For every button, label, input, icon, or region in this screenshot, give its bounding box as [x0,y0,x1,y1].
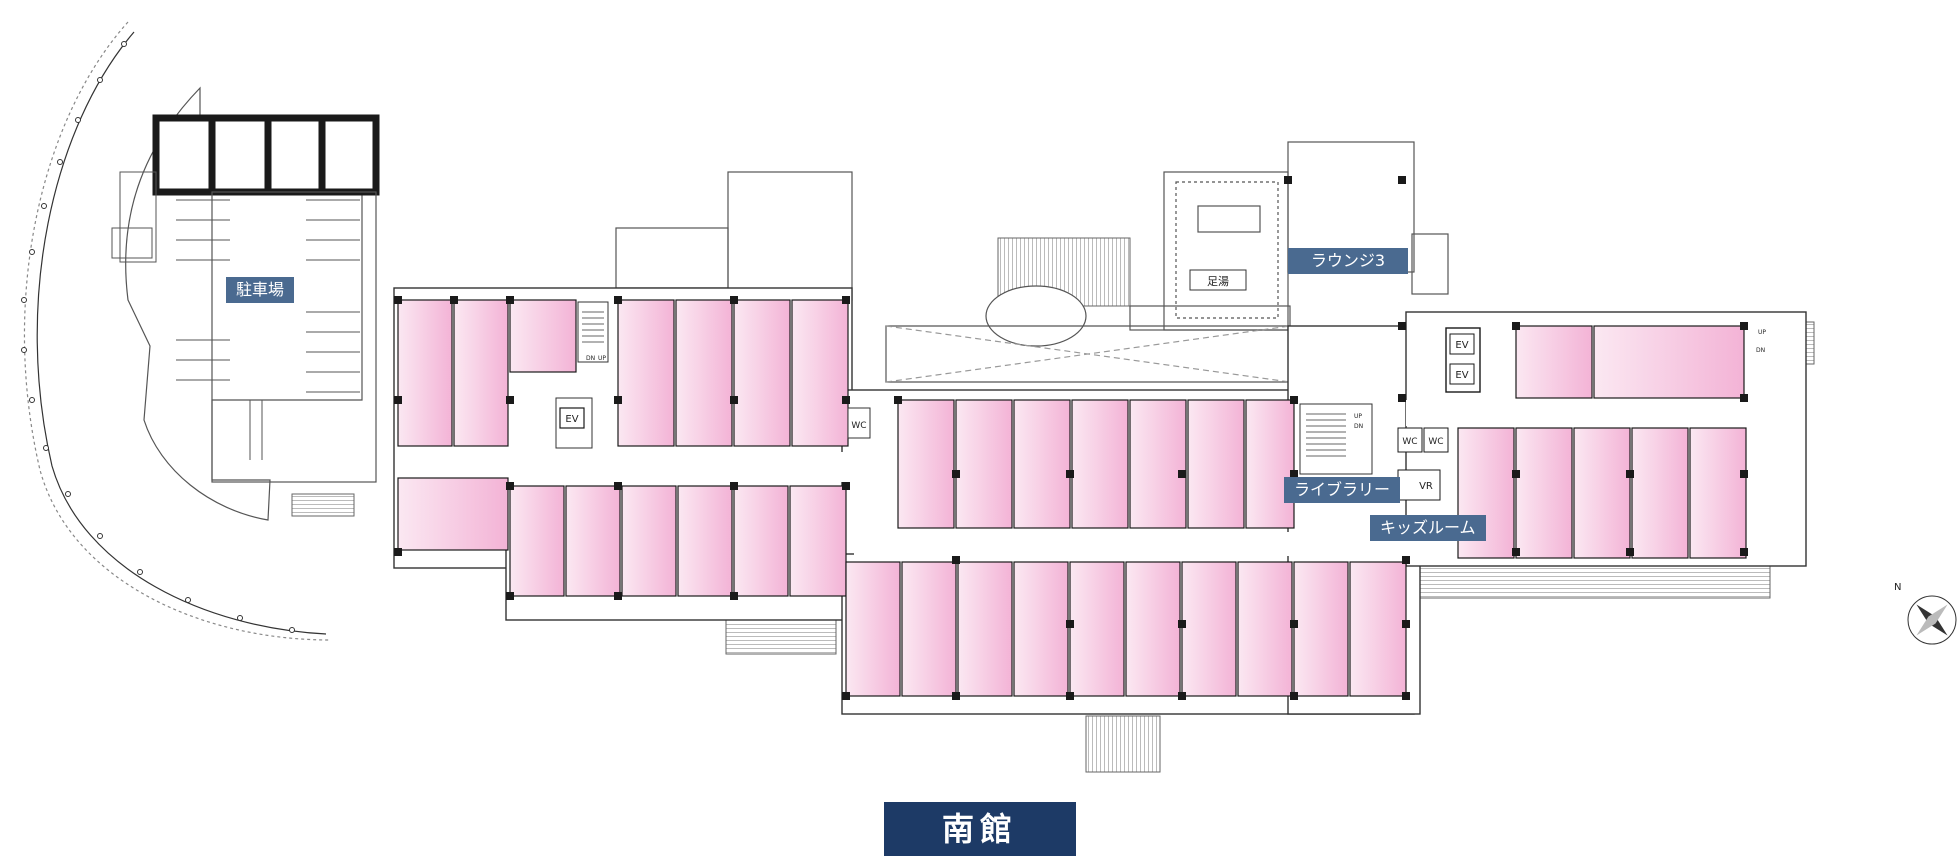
site-boundary [21,21,331,641]
guest-room [1071,399,1129,529]
guest-room [621,485,677,597]
dn-label-3: DN [1756,347,1765,354]
guest-room [1129,399,1187,529]
up-label-1: UP [598,355,606,362]
guest-room [1125,561,1181,697]
guest-room [1689,427,1747,559]
guest-room [1187,399,1245,529]
corridors [396,400,1802,556]
guest-room [397,299,453,447]
garden-oval [985,285,1087,347]
dn-label-2: DN [1354,423,1363,430]
guest-room [1515,325,1593,399]
guest-room [1293,561,1349,697]
guest-room [453,299,509,447]
ev-label-east-2: EV [1455,370,1468,381]
guest-room [897,399,955,529]
guest-room [791,299,849,447]
up-label-2: UP [1354,413,1362,420]
guest-room [789,485,847,597]
kids-room-label: キッズルーム [1370,515,1486,541]
guest-room [1245,399,1295,529]
dn-label-1: DN [586,355,595,362]
compass-icon: N [1894,582,1957,645]
guest-room [733,299,791,447]
guest-room [901,561,957,697]
guest-room [1631,427,1689,559]
guest-room [1573,427,1631,559]
wc-label-east-1: WC [1402,437,1417,447]
guest-room [1515,427,1573,559]
up-label-3: UP [1758,329,1766,336]
ev-label-east-1: EV [1455,340,1468,351]
parking-lot [111,86,380,521]
guest-room [1237,561,1293,697]
guest-room [1593,325,1745,399]
compass-north-label: N [1894,582,1901,593]
wc-label-east-2: WC [1428,437,1443,447]
guest-rooms [397,299,1747,697]
parking-label: 駐車場 [226,277,295,303]
guest-room [845,561,901,697]
guest-room [509,485,565,597]
lounge-label: ラウンジ3 [1288,248,1408,274]
guest-room [617,299,675,447]
wc-label-west: WC [851,421,866,431]
columns [394,176,1748,700]
guest-room [1013,561,1069,697]
guest-room [397,477,509,551]
guest-room [1013,399,1071,529]
guest-room [565,485,621,597]
ev-label-west: EV [565,414,578,425]
guest-room [677,485,733,597]
guest-room [1349,561,1407,697]
vr-label: VR [1419,481,1433,492]
guest-room [509,299,577,373]
guest-room [957,561,1013,697]
guest-room [675,299,733,447]
guest-room [733,485,789,597]
service-core: EV DN UP WC UP DN EV EV WC WC VR UP DN [555,301,1766,501]
building-title: 南館 [884,802,1076,856]
footbath-label: 足湯 [1207,275,1229,288]
library-label: ライブラリー [1284,477,1401,503]
guest-room [1069,561,1125,697]
guest-room [1181,561,1237,697]
guest-room [955,399,1013,529]
